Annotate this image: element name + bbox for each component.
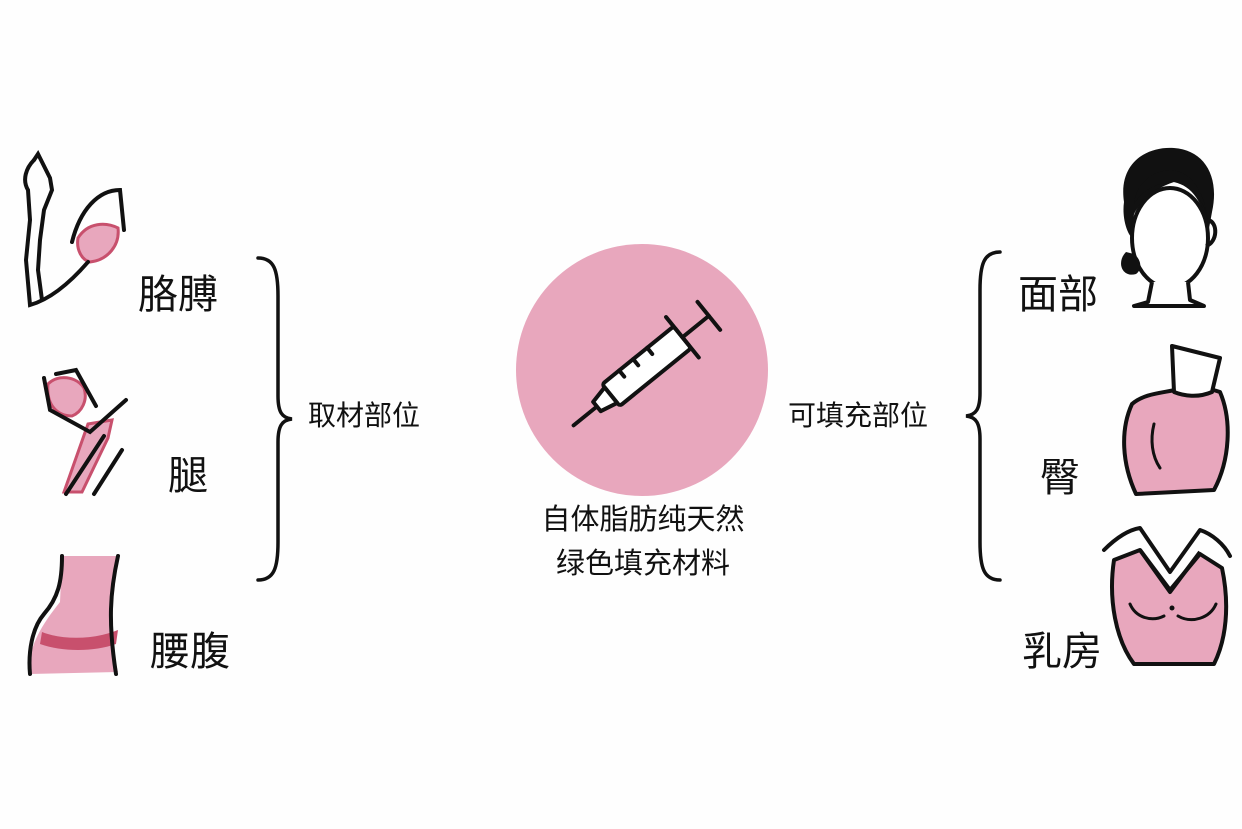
left-group-label: 取材部位: [308, 399, 421, 432]
left-item-label-waist: 腰腹: [150, 629, 230, 675]
left-brace: [256, 256, 293, 582]
left-item-label-leg: 腿: [168, 453, 208, 499]
arm-icon: [23, 150, 126, 308]
waist-icon: [27, 554, 120, 676]
right-brace: [965, 250, 1002, 582]
breast-icon: [1102, 526, 1232, 666]
center-caption: 自体脂肪纯天然 绿色填充材料: [512, 497, 774, 585]
center-caption-line1: 自体脂肪纯天然: [541, 502, 745, 536]
center-caption-line2: 绿色填充材料: [555, 546, 730, 580]
buttocks-icon: [1122, 344, 1230, 496]
right-item-label-breast: 乳房: [1022, 629, 1102, 675]
left-item-label-arm: 胳膊: [138, 272, 218, 318]
syringe-icon: [516, 244, 768, 496]
face-icon: [1121, 147, 1218, 308]
right-item-label-face: 面部: [1018, 272, 1098, 318]
leg-icon: [42, 367, 128, 496]
right-item-label-buttocks: 臀: [1040, 455, 1080, 501]
right-group-label: 可填充部位: [788, 399, 929, 432]
